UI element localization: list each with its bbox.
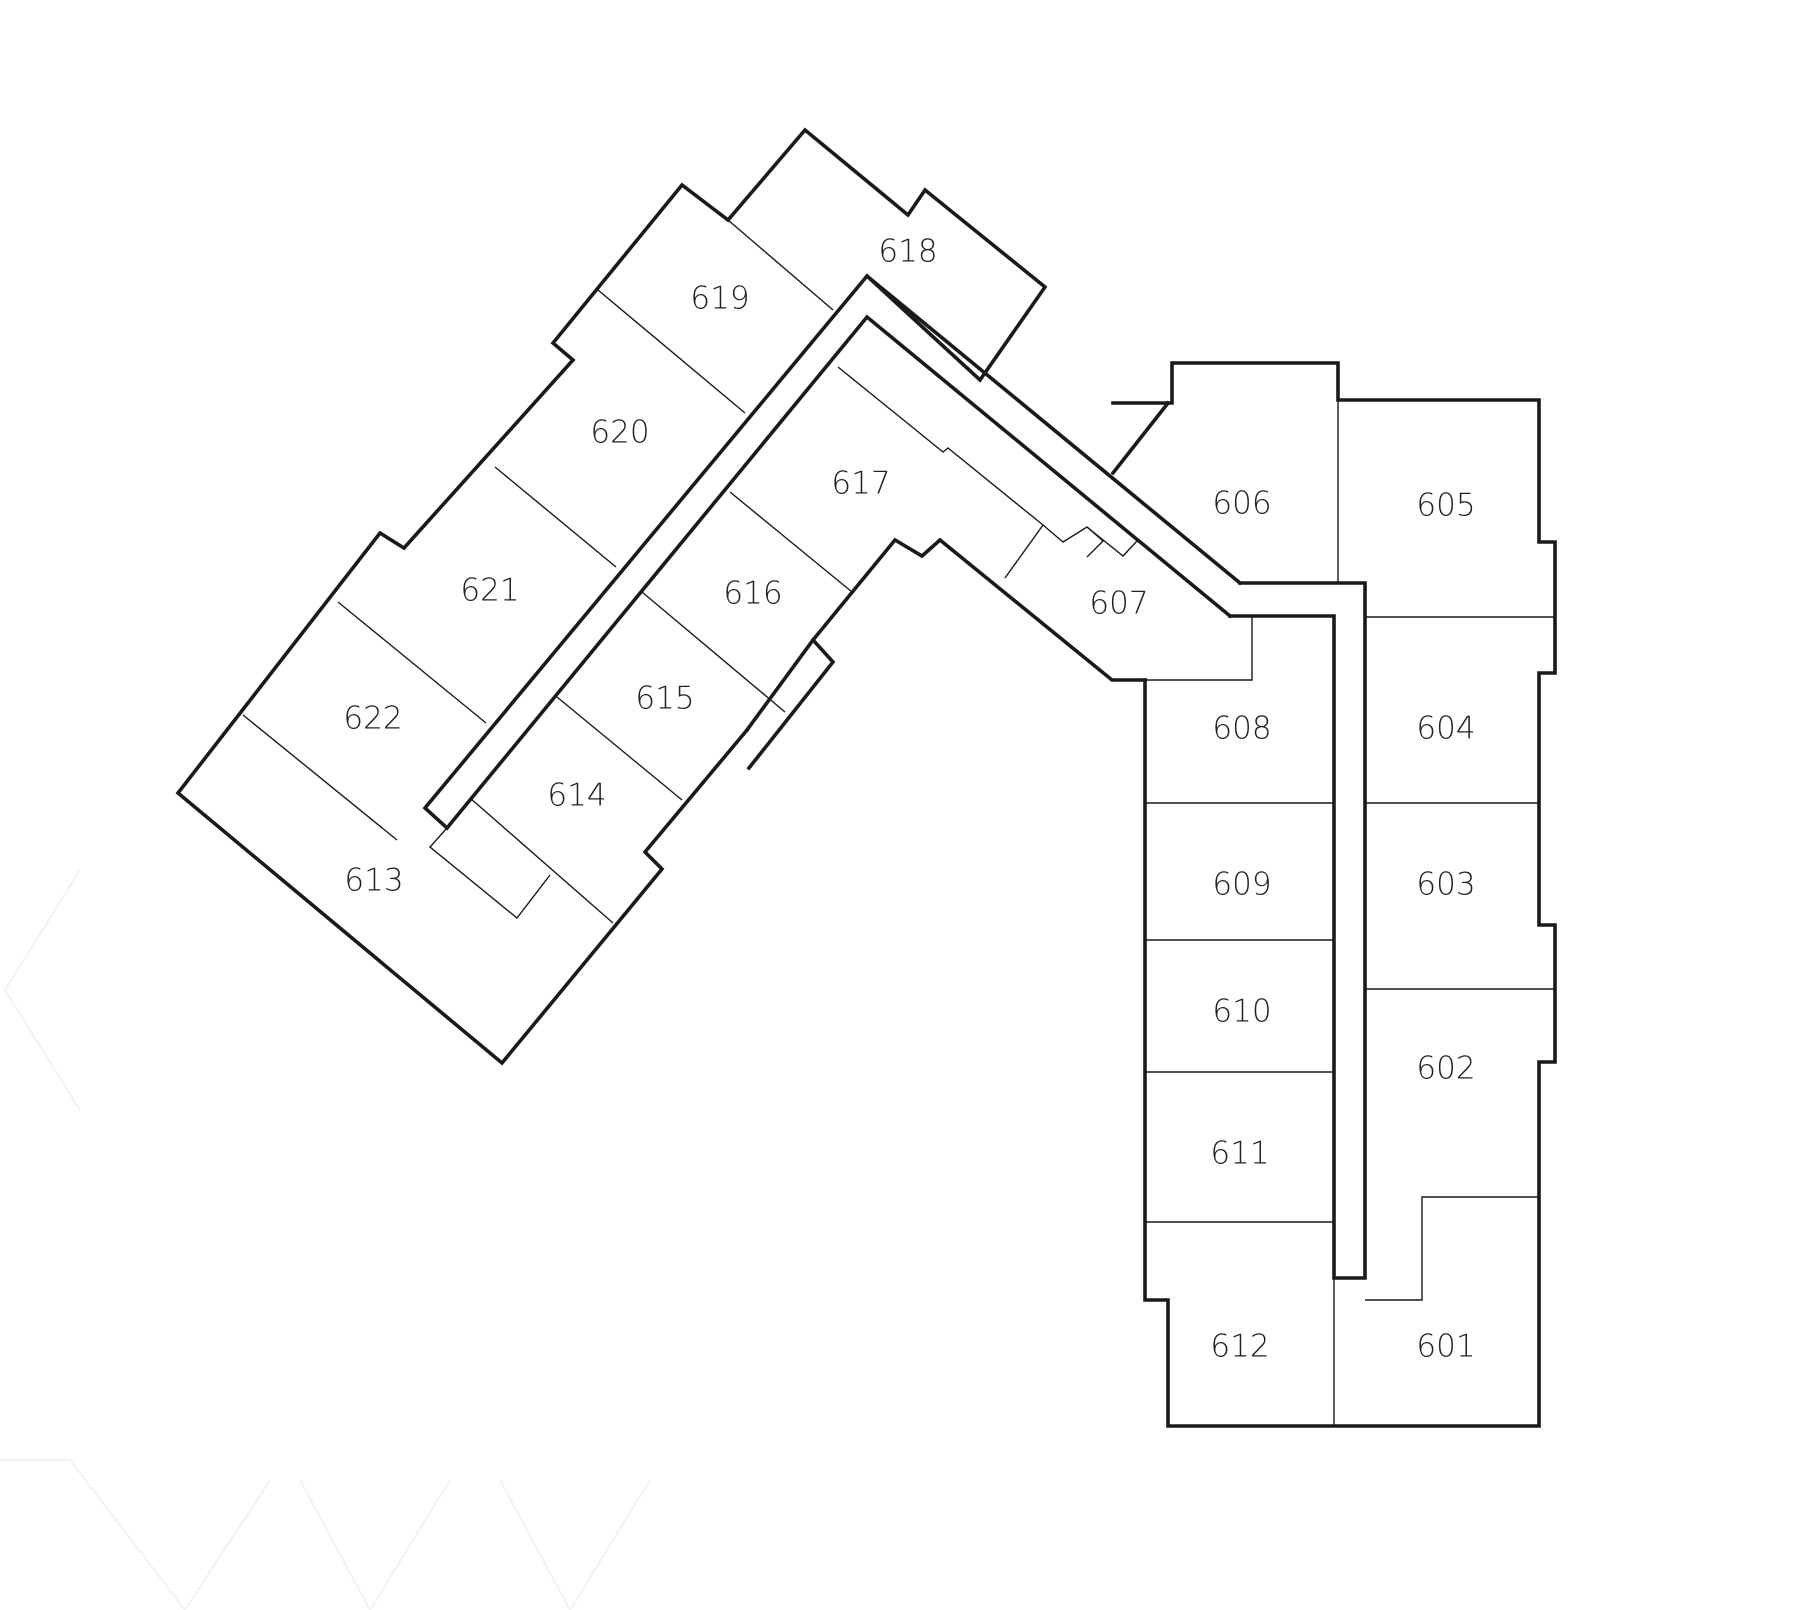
junction [422,273,1253,831]
divider-619-620 [597,289,746,414]
west-wing-inner-notch [744,637,816,733]
west-wing [175,127,1048,1066]
unit-label-613[interactable]: 613 [344,863,403,899]
divider-620-621 [494,466,617,568]
wall-607-edge [1086,526,1138,557]
unit-label-619[interactable]: 619 [690,281,749,317]
background-decoration [0,869,651,1610]
unit-label-602[interactable]: 602 [1416,1051,1475,1087]
east-corridor [1228,581,1367,1280]
unit-613-inner-box [428,827,551,919]
junction-corridor-outer [422,273,1243,831]
east-wing [1111,361,1557,1428]
unit-label-617[interactable]: 617 [831,466,890,502]
unit-label-601[interactable]: 601 [1416,1329,1475,1365]
unit-label-614[interactable]: 614 [547,778,606,814]
divider-614-613 [469,797,614,924]
west-wing-outline [175,127,1048,1066]
unit-label-621[interactable]: 621 [460,573,519,609]
divider-615-614 [556,696,683,801]
junction-corridor-inner [444,314,1233,831]
unit-labels: 601 602 603 604 605 606 607 608 609 610 611 612 613 6… [343,234,1475,1365]
unit-607-608-wall [1145,616,1253,681]
unit-label-604[interactable]: 604 [1416,711,1475,747]
wall-617-607 [837,366,1044,579]
unit-label-610[interactable]: 610 [1212,994,1271,1030]
wall-607-notch [1042,524,1105,558]
divider-622-613 [242,714,398,841]
unit-label-611[interactable]: 611 [1210,1136,1269,1172]
unit-label-612[interactable]: 612 [1210,1329,1269,1365]
unit-label-608[interactable]: 608 [1212,711,1271,747]
divider-617-616 [729,491,853,593]
junction-outer-edge [1110,400,1171,476]
unit-601-notch [1365,1196,1539,1301]
divider-621-622 [337,601,487,724]
unit-607-outline [746,537,1147,771]
unit-label-607[interactable]: 607 [1089,586,1148,622]
unit-label-620[interactable]: 620 [590,415,649,451]
unit-label-618[interactable]: 618 [878,234,937,270]
divider-618-619 [727,219,834,311]
unit-label-616[interactable]: 616 [723,576,782,612]
unit-label-605[interactable]: 605 [1416,488,1475,524]
unit-label-609[interactable]: 609 [1212,867,1271,903]
unit-label-615[interactable]: 615 [635,681,694,717]
unit-label-606[interactable]: 606 [1212,486,1271,522]
divider-616-615 [641,591,786,713]
unit-label-622[interactable]: 622 [343,701,402,737]
unit-label-603[interactable]: 603 [1416,867,1475,903]
